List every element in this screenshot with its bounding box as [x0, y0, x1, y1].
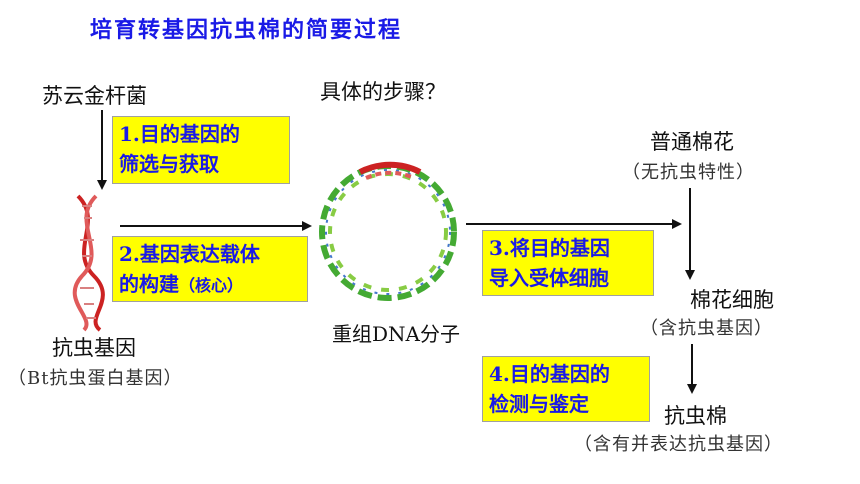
gene-label: 抗虫基因: [52, 336, 136, 360]
source-bacterium-label: 苏云金杆菌: [42, 84, 147, 108]
question-label: 具体的步骤？: [320, 80, 446, 104]
step-4-line2: 检测与鉴定: [489, 392, 589, 416]
step-4-line1: 4.目的基因的: [489, 362, 610, 386]
cotton-label: 普通棉花: [650, 130, 734, 154]
step-2-core-note: （核心）: [179, 276, 244, 295]
result-note: （含有并表达抗虫基因）: [574, 434, 783, 455]
cotton-cell-label: 棉花细胞: [690, 288, 774, 312]
cotton-note: （无抗虫特性）: [622, 162, 755, 183]
gene-dna-helix-icon: [72, 194, 105, 332]
step-1-box: 1.目的基因的 筛选与获取: [112, 116, 290, 184]
step-3-box: 3.将目的基因 导入受体细胞: [482, 230, 654, 296]
step-2-box: 2.基因表达载体 的构建（核心）: [112, 236, 308, 302]
gene-note: （Bt抗虫蛋白基因）: [8, 368, 183, 389]
step-2-line2: 的构建: [119, 272, 179, 296]
step-1-line1: 1.目的基因的: [119, 122, 240, 146]
diagram-title: 培育转基因抗虫棉的简要过程: [90, 17, 403, 43]
step-1-line2: 筛选与获取: [119, 152, 219, 176]
step-4-box: 4.目的基因的 检测与鉴定: [482, 356, 650, 422]
recombinant-plasmid-icon: [319, 161, 457, 301]
step-3-line1: 3.将目的基因: [489, 236, 610, 260]
result-label: 抗虫棉: [664, 404, 727, 428]
step-3-line2: 导入受体细胞: [489, 266, 609, 290]
recombinant-dna-label: 重组DNA分子: [332, 322, 460, 346]
step-2-line1: 2.基因表达载体: [119, 242, 260, 266]
cotton-cell-note: （含抗虫基因）: [640, 318, 773, 339]
